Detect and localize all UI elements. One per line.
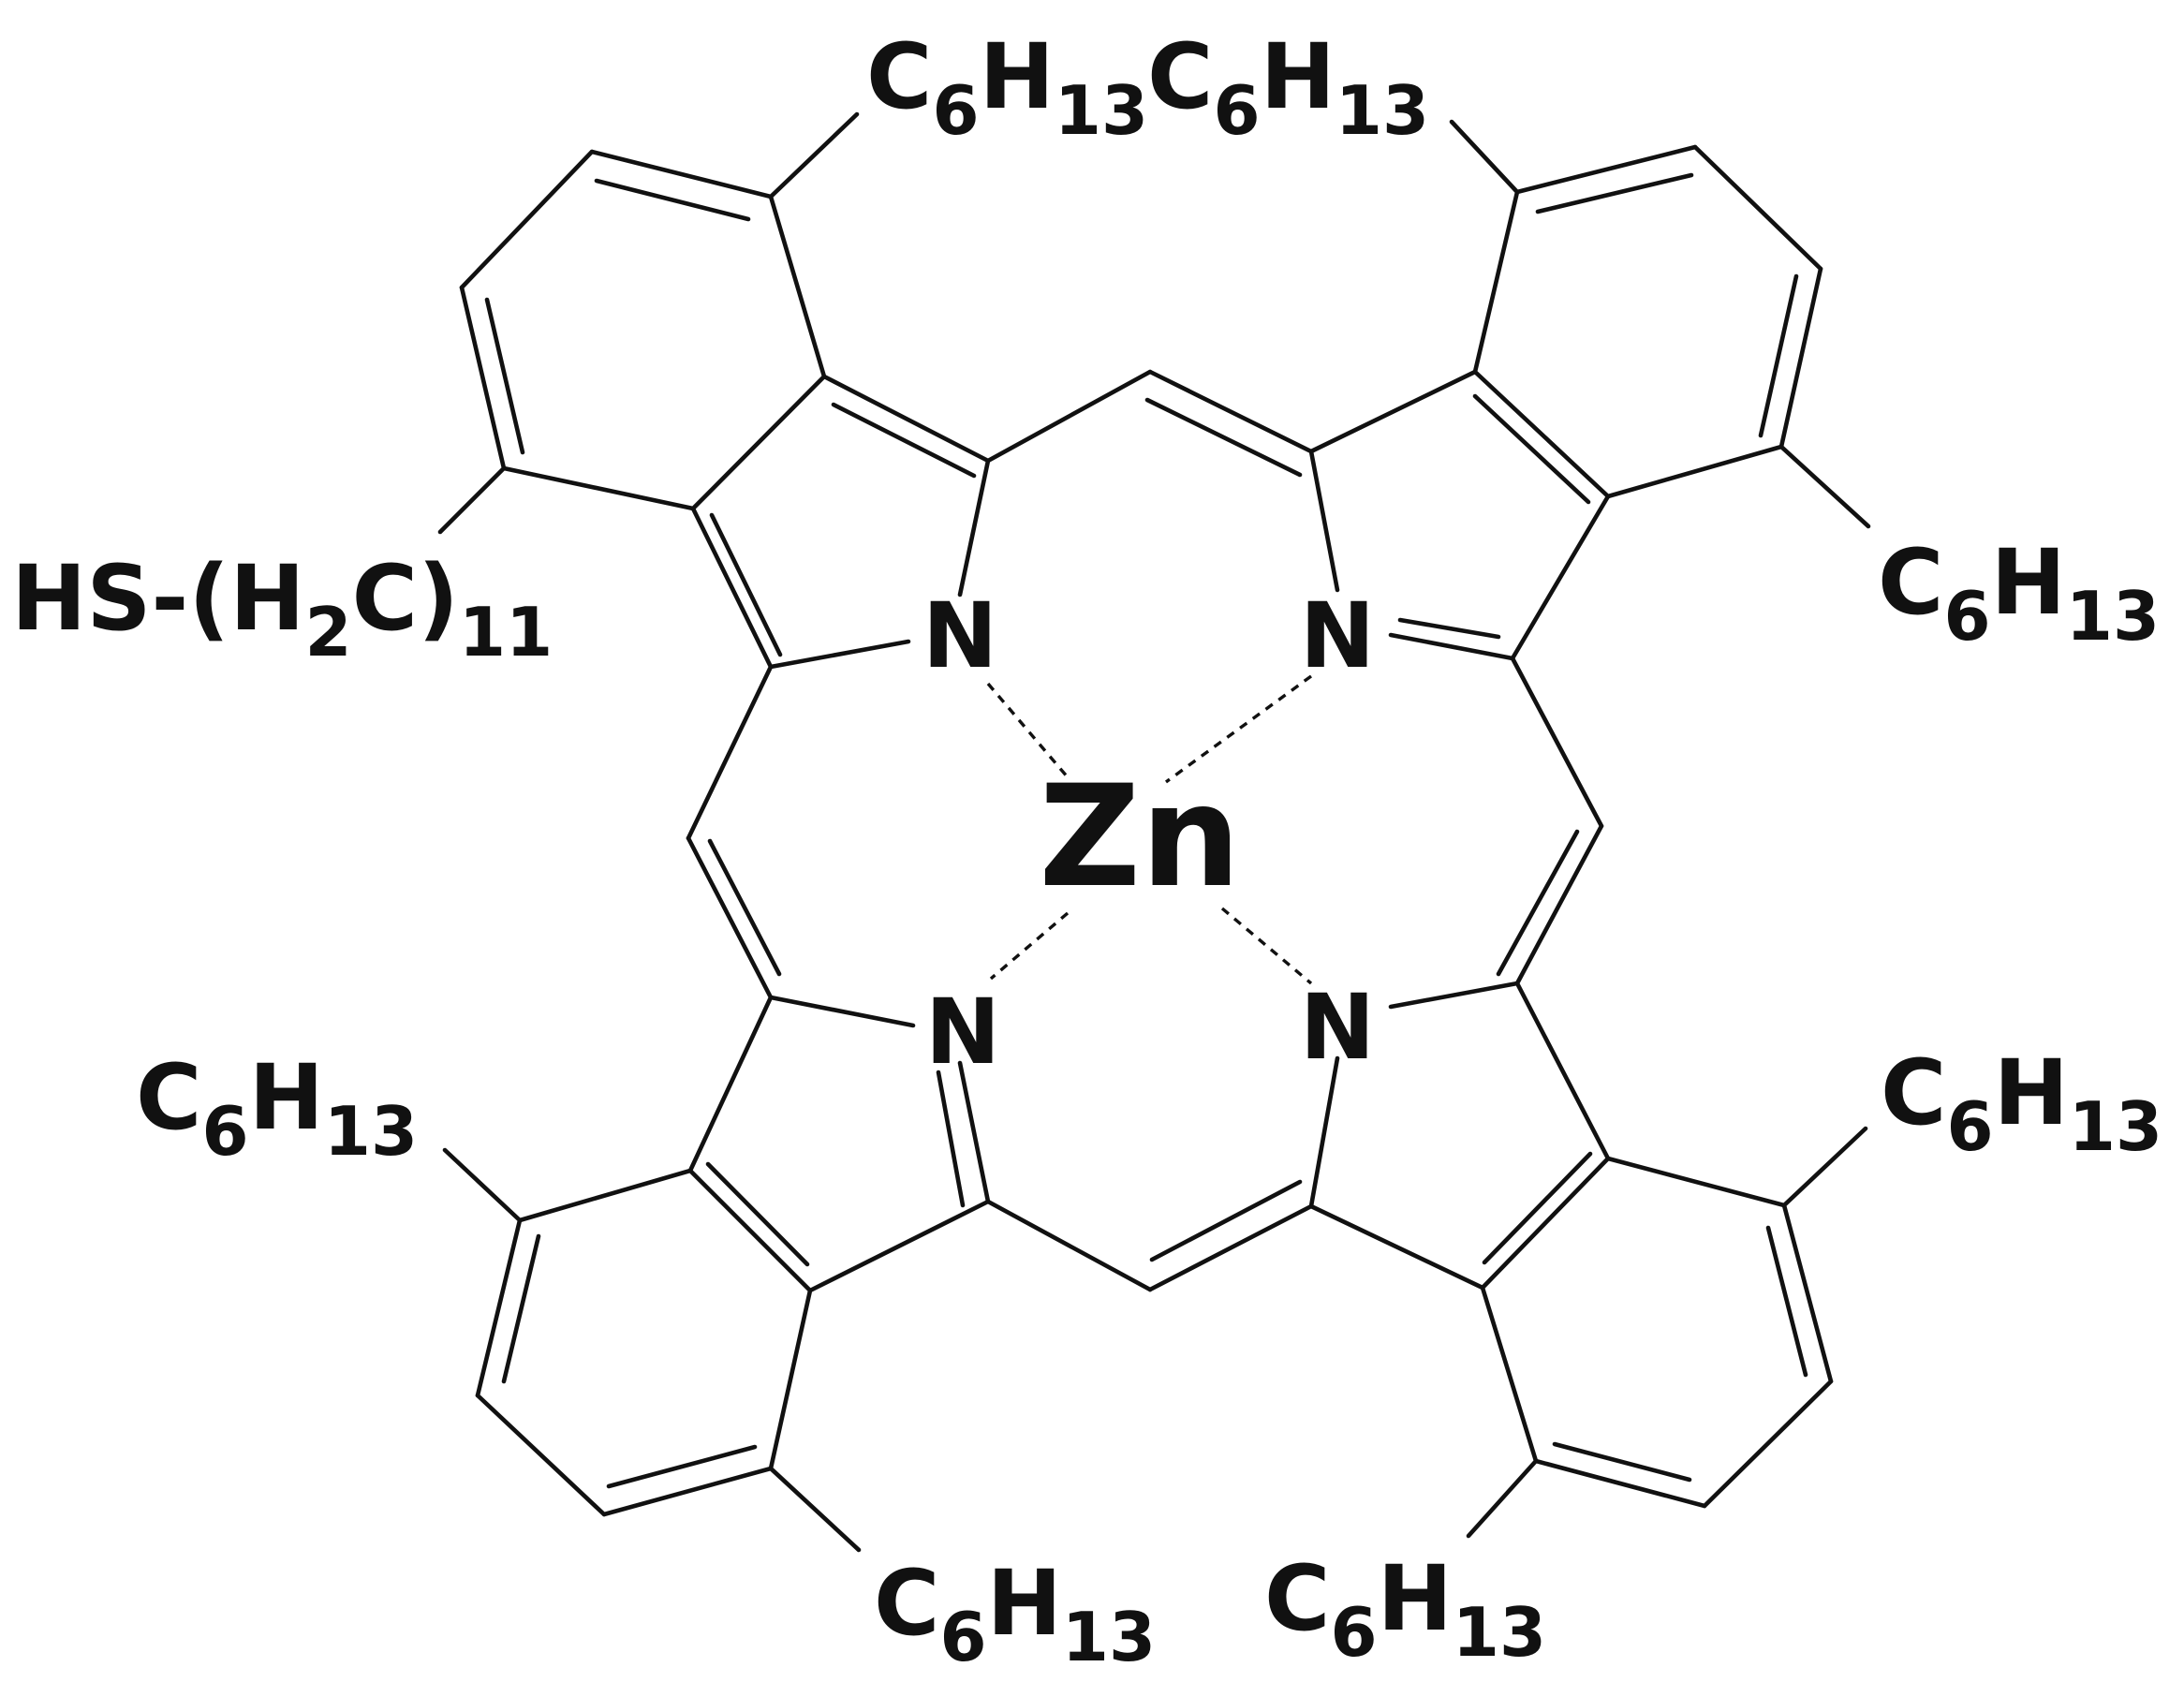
bond <box>821 374 991 464</box>
bond-bottom-left-chain <box>768 1466 862 1553</box>
double-bond-inner <box>1552 1441 1692 1483</box>
nitrogen-bottom-right: N <box>1300 975 1375 1080</box>
bond <box>459 149 595 290</box>
bond <box>517 1168 693 1223</box>
double-bond-inner <box>1482 1151 1593 1265</box>
bond-bottom-right-chain <box>1466 1458 1539 1539</box>
bond <box>1308 449 1340 593</box>
zinc-atom-label: Zn <box>1039 756 1241 919</box>
bond <box>1514 823 1604 986</box>
bond <box>1605 444 1784 499</box>
bond <box>690 506 774 670</box>
bond <box>501 465 696 511</box>
bond-top-right-chain <box>1449 119 1520 195</box>
bond <box>687 995 774 1173</box>
bond <box>1605 1156 1787 1208</box>
bond <box>1514 981 1611 1161</box>
double-bond-inner <box>831 402 977 479</box>
bond <box>768 1288 813 1471</box>
double-bond-inner <box>1397 617 1501 640</box>
nitrogen-top-left: N <box>922 583 997 688</box>
bond <box>768 995 916 1028</box>
hexyl-label-right-lower: C6H13 <box>1881 1040 2162 1166</box>
bond <box>1388 632 1515 661</box>
bond <box>768 639 911 670</box>
bond <box>957 1060 991 1204</box>
bond <box>1781 1202 1834 1384</box>
bond <box>1692 144 1823 272</box>
bond-thiol-chain <box>437 465 507 535</box>
bond <box>1472 189 1520 375</box>
coordination-bond <box>986 682 1070 779</box>
bond <box>985 369 1153 464</box>
bond <box>1308 1055 1340 1209</box>
bond <box>1388 981 1520 1010</box>
bond <box>1514 144 1698 195</box>
double-bond-inner <box>501 1233 541 1384</box>
bond-right-upper-chain <box>1778 444 1871 529</box>
bond <box>1510 656 1604 829</box>
double-bond-inner <box>705 1161 810 1267</box>
bond <box>1778 266 1823 450</box>
bond <box>601 1466 774 1517</box>
thiol-chain-label: HS-(H2C)11 <box>11 546 553 671</box>
nitrogen-bottom-left: N <box>925 980 1000 1084</box>
bond <box>1533 1458 1707 1509</box>
bond <box>687 1168 813 1293</box>
bond-lines <box>437 111 1871 1553</box>
bond-left-lower-chain <box>442 1147 523 1223</box>
bond <box>1147 369 1314 454</box>
bond <box>1480 1156 1611 1291</box>
bond-right-lower-chain <box>1781 1126 1868 1208</box>
bond <box>1308 369 1478 454</box>
bond <box>1308 1203 1485 1291</box>
bond-top-left-chain <box>768 111 860 199</box>
double-bond-inner <box>1535 172 1694 214</box>
bond <box>686 664 774 841</box>
bond <box>686 835 774 1000</box>
nitrogen-top-right: N <box>1300 583 1375 688</box>
bond <box>459 285 507 471</box>
bond <box>475 1217 523 1398</box>
bond <box>985 1199 1153 1292</box>
bond <box>957 458 991 598</box>
bond <box>1480 1285 1539 1464</box>
double-bond-inner <box>594 178 751 222</box>
bond <box>1147 1203 1314 1292</box>
coordination-bond <box>1164 674 1313 784</box>
hexyl-label-bottom-left: C6H13 <box>874 1551 1156 1676</box>
double-bond-inner <box>606 1444 758 1489</box>
bond <box>475 1393 607 1517</box>
double-bond-inner <box>484 297 525 455</box>
bond <box>768 194 827 379</box>
coordination-bond <box>1220 907 1313 985</box>
double-bond-inner <box>1758 273 1799 438</box>
double-bond-inner <box>1765 1225 1808 1378</box>
double-bond-inner <box>1149 1179 1303 1262</box>
hexyl-label-left-lower: C6H13 <box>136 1045 418 1171</box>
hexyl-label-right-upper: C6H13 <box>1878 530 2160 656</box>
bond <box>1510 494 1611 661</box>
bond <box>589 149 774 199</box>
bond <box>1472 369 1611 499</box>
double-bond-inner <box>1496 829 1580 977</box>
hexyl-label-top-left: C6H13 <box>866 24 1148 150</box>
coordination-bond <box>989 911 1070 981</box>
double-bond-inner <box>1472 393 1591 505</box>
double-bond-inner <box>707 838 782 977</box>
double-bond-inner <box>1144 397 1303 478</box>
hexyl-label-bottom-right: C6H13 <box>1264 1546 1546 1672</box>
bond <box>690 374 827 511</box>
double-bond-inner <box>709 512 783 657</box>
bond <box>807 1199 991 1293</box>
double-bond-inner <box>936 1070 966 1208</box>
hexyl-label-top-right: C6H13 <box>1147 24 1429 150</box>
bond <box>1702 1379 1834 1509</box>
